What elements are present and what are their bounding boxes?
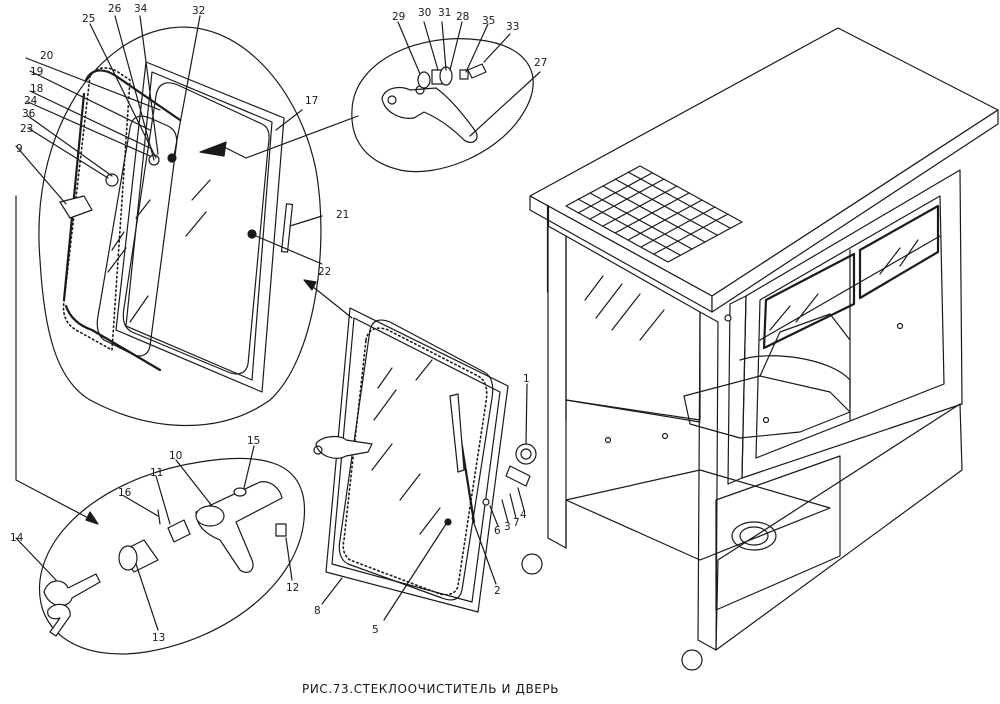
callout-7: 7	[513, 517, 520, 529]
callout-9: 9	[16, 143, 23, 155]
callout-21: 21	[336, 209, 349, 221]
callout-13: 13	[152, 632, 165, 644]
door-frame-group	[38, 26, 322, 427]
callout-10: 10	[169, 450, 182, 462]
callout-28: 28	[456, 11, 469, 23]
callout-labels: 1 2 3 4 5 6 7 8 9 10 11 12 13 14 15 16 1…	[10, 3, 547, 644]
callout-3: 3	[504, 521, 511, 533]
callout-2: 2	[494, 585, 501, 597]
callout-26: 26	[108, 3, 122, 15]
callout-34: 34	[134, 3, 148, 15]
callout-11: 11	[150, 467, 163, 479]
callout-33: 33	[506, 21, 519, 33]
callout-19: 19	[30, 66, 43, 78]
callout-30: 30	[418, 7, 431, 19]
callout-4: 4	[520, 509, 527, 521]
flow-arrows	[15, 115, 359, 525]
callout-14: 14	[10, 532, 24, 544]
figure-caption: РИС.73.СТЕКЛООЧИСТИТЕЛЬ И ДВЕРЬ	[302, 682, 560, 696]
callout-22: 22	[318, 266, 331, 278]
callout-8: 8	[314, 605, 321, 617]
lock-group	[38, 457, 306, 655]
callout-5: 5	[372, 624, 379, 636]
callout-25: 25	[82, 13, 95, 25]
callout-32: 32	[192, 5, 205, 17]
callout-31: 31	[438, 7, 451, 19]
wiper-arm-group	[351, 38, 534, 173]
callout-17: 17	[305, 95, 318, 107]
callout-leaders	[15, 15, 541, 631]
callout-16: 16	[118, 487, 132, 499]
callout-6: 6	[494, 525, 501, 537]
callout-35: 35	[482, 15, 495, 27]
callout-29: 29	[392, 11, 405, 23]
callout-20: 20	[40, 50, 53, 62]
door-assembly	[313, 307, 537, 613]
callout-27: 27	[534, 57, 547, 69]
callout-23: 23	[20, 123, 33, 135]
callout-36: 36	[22, 108, 36, 120]
cab	[521, 27, 999, 671]
callout-12: 12	[286, 582, 299, 594]
callout-18: 18	[30, 83, 43, 95]
callout-15: 15	[247, 435, 260, 447]
callout-24: 24	[24, 95, 38, 107]
callout-1: 1	[523, 373, 530, 385]
